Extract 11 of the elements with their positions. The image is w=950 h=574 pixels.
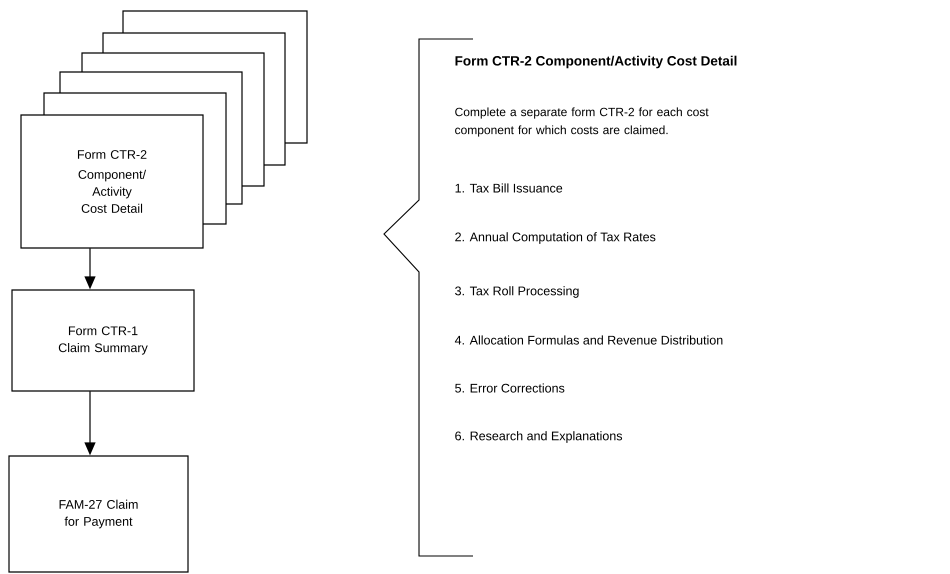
form-box: FAM-27 Claim for Payment xyxy=(8,455,189,573)
heading: Form CTR-2 Component/Activity Cost Detail xyxy=(456,56,736,68)
list-item: 2. Annual Computation of Tax Rates xyxy=(455,232,656,244)
list-item: 4. Allocation Formulas and Revenue Distribution xyxy=(454,335,722,345)
list-item: 1. Tax Bill Issuance xyxy=(456,183,562,193)
list-item: 6. Research and Explanations xyxy=(455,431,622,443)
form-box: Form CTR-2 Component/ Activity Cost Detail xyxy=(20,114,204,249)
list-item: 3. Tax Roll Processing xyxy=(455,286,579,298)
list-item: 5. Error Corrections xyxy=(455,383,564,393)
description: Complete a separate form CTR-2 for each cost component for which costs are claimed. xyxy=(455,107,709,137)
form-box: Form CTR-1 Claim Summary xyxy=(11,289,195,392)
